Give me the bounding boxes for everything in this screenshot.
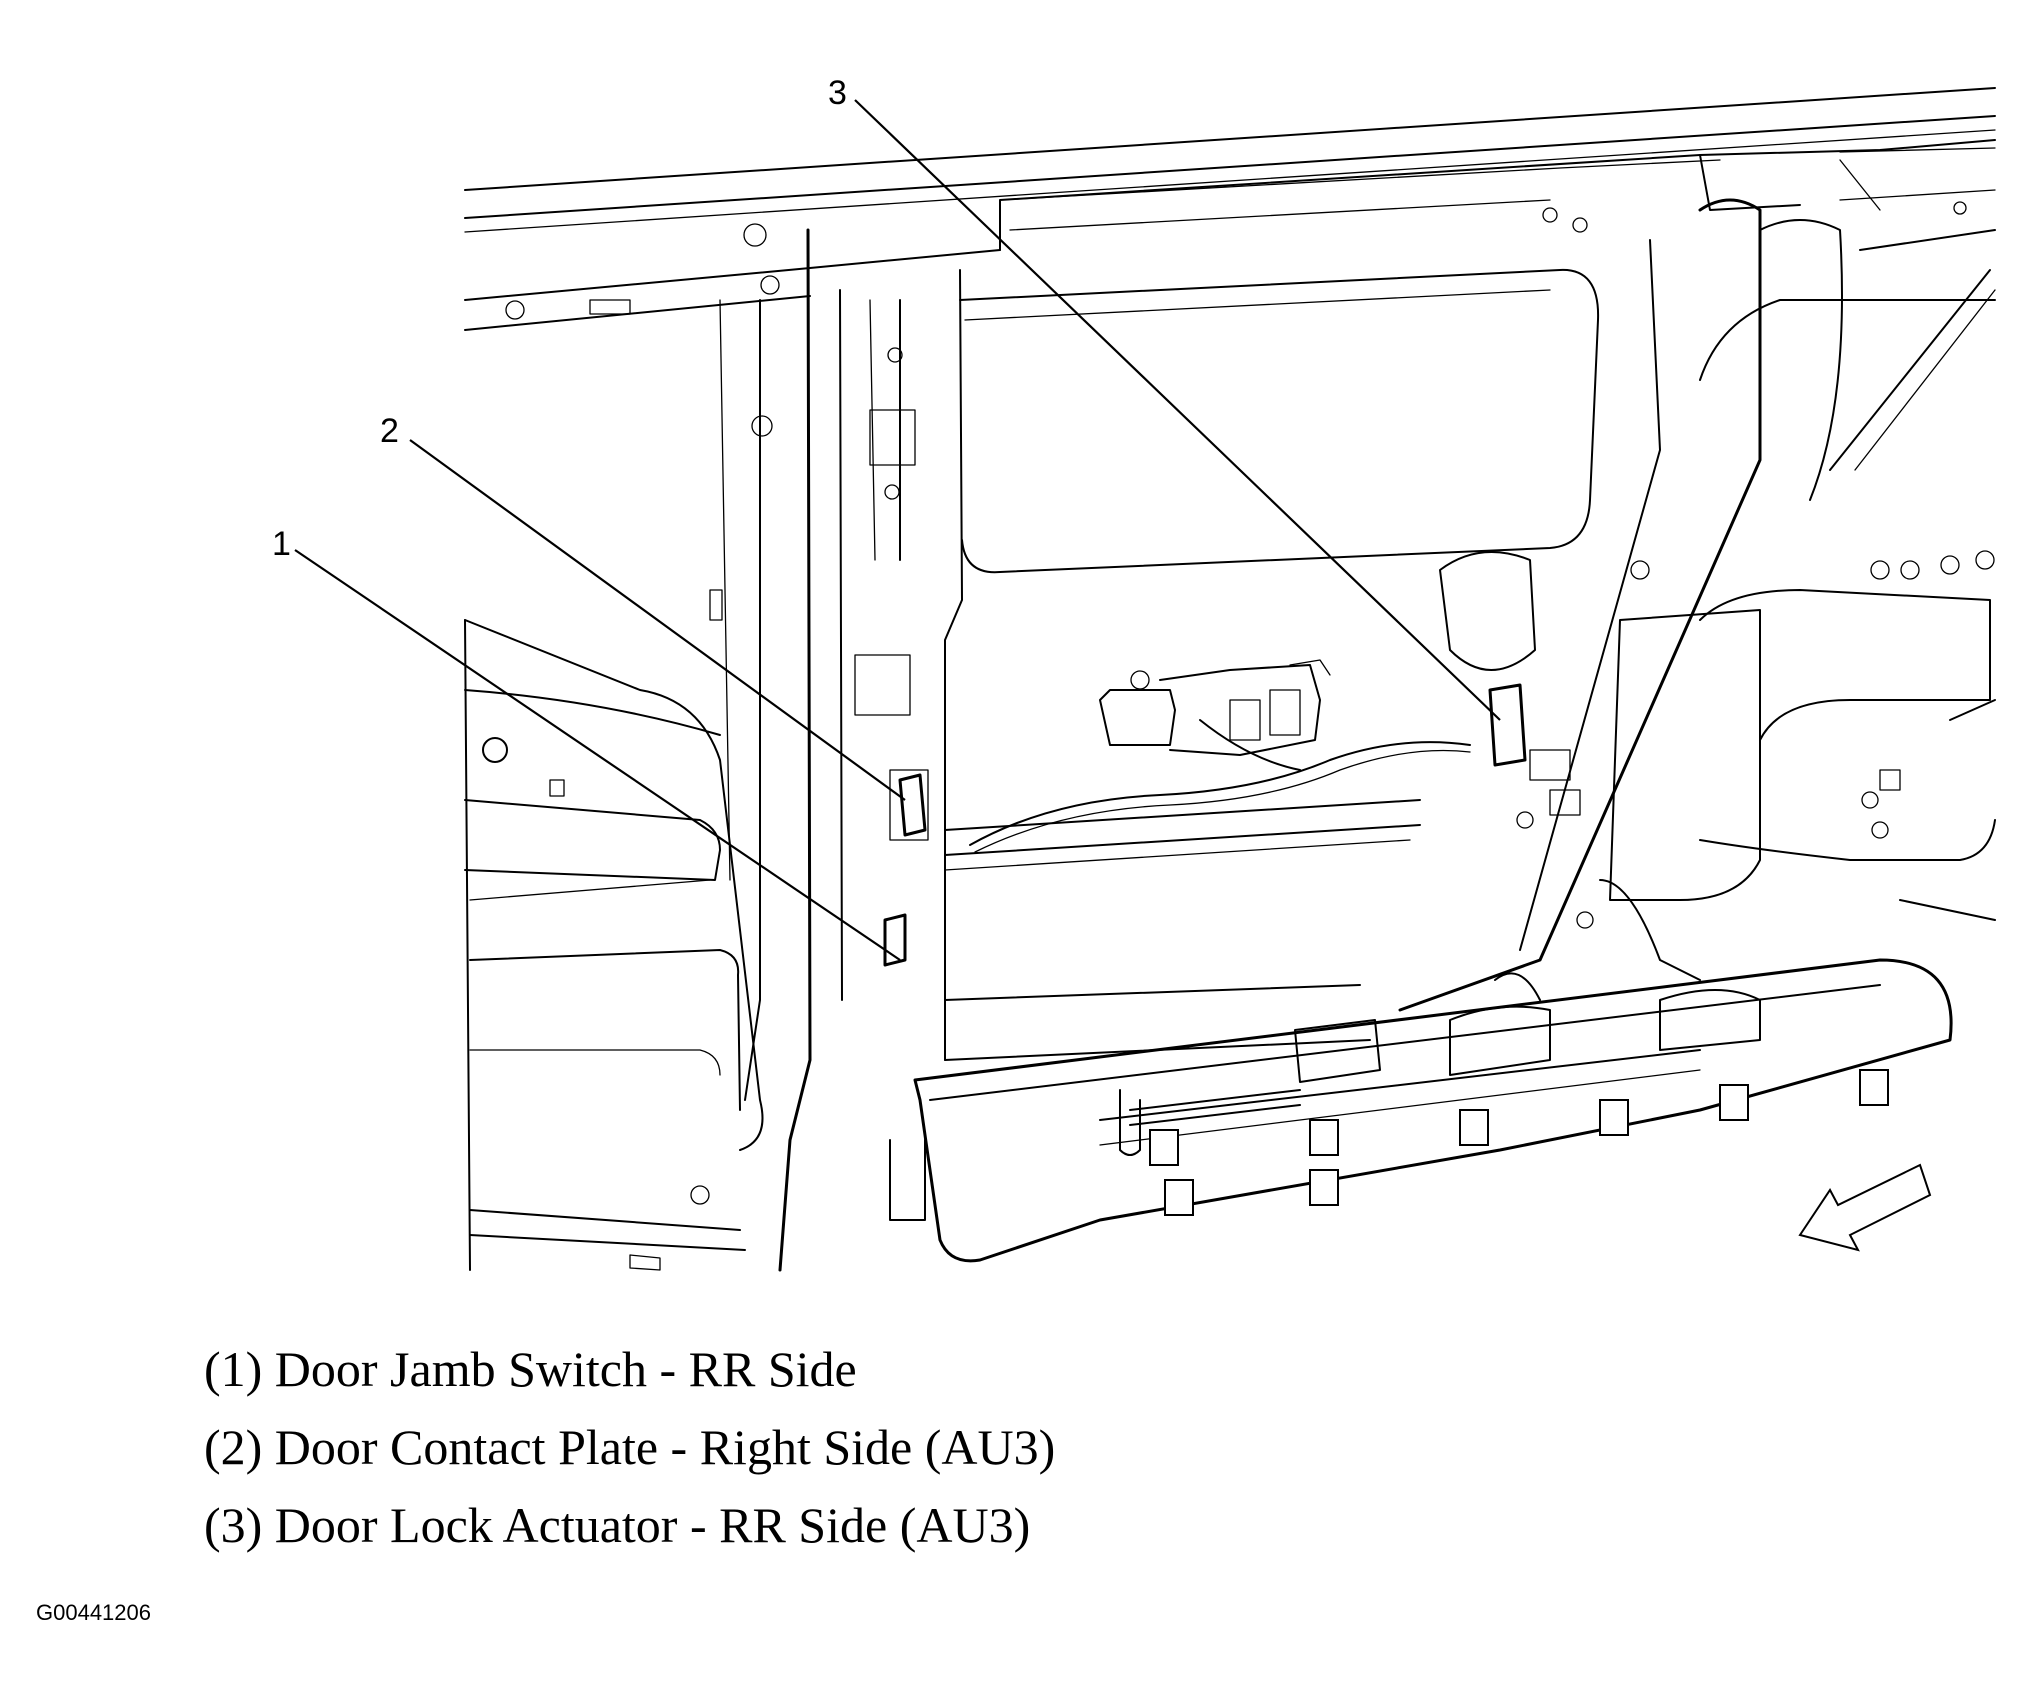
rocker-sill (889, 958, 1953, 1263)
legend-item-3: (3) Door Lock Actuator - RR Side (AU3) (204, 1497, 1031, 1553)
rear-quarter-panel (1398, 198, 1996, 1012)
leader-line-3 (854, 99, 1501, 721)
door-contact-plate (898, 773, 927, 837)
b-pillar (709, 228, 963, 1272)
legend-item-2: (2) Door Contact Plate - Right Side (AU3… (204, 1419, 1056, 1475)
front-direction-arrow-icon (1798, 1163, 1932, 1252)
leader-line-1 (294, 549, 901, 961)
door-opening-frame (944, 268, 1600, 1061)
wiring-harness (969, 719, 1471, 853)
vehicle-door-area-illustration (294, 87, 1996, 1272)
callout-leader-lines (294, 99, 1501, 961)
door-jamb-switch (883, 913, 907, 967)
figure-id: G00441206 (36, 1600, 151, 1625)
door-lock-actuator (1488, 683, 1527, 767)
leader-line-2 (409, 439, 906, 801)
legend-item-1: (1) Door Jamb Switch - RR Side (204, 1341, 857, 1397)
latch-module (1099, 659, 1331, 756)
roof-rail-structure (464, 87, 1996, 331)
callout-number-2: 2 (380, 412, 399, 450)
callout-legend: (1) Door Jamb Switch - RR Side (2) Door … (204, 1330, 1055, 1564)
callout-number-3: 3 (828, 74, 847, 112)
rear-door-panel-left (464, 619, 764, 1271)
callout-number-1: 1 (272, 525, 291, 563)
component-highlights (883, 683, 1527, 967)
